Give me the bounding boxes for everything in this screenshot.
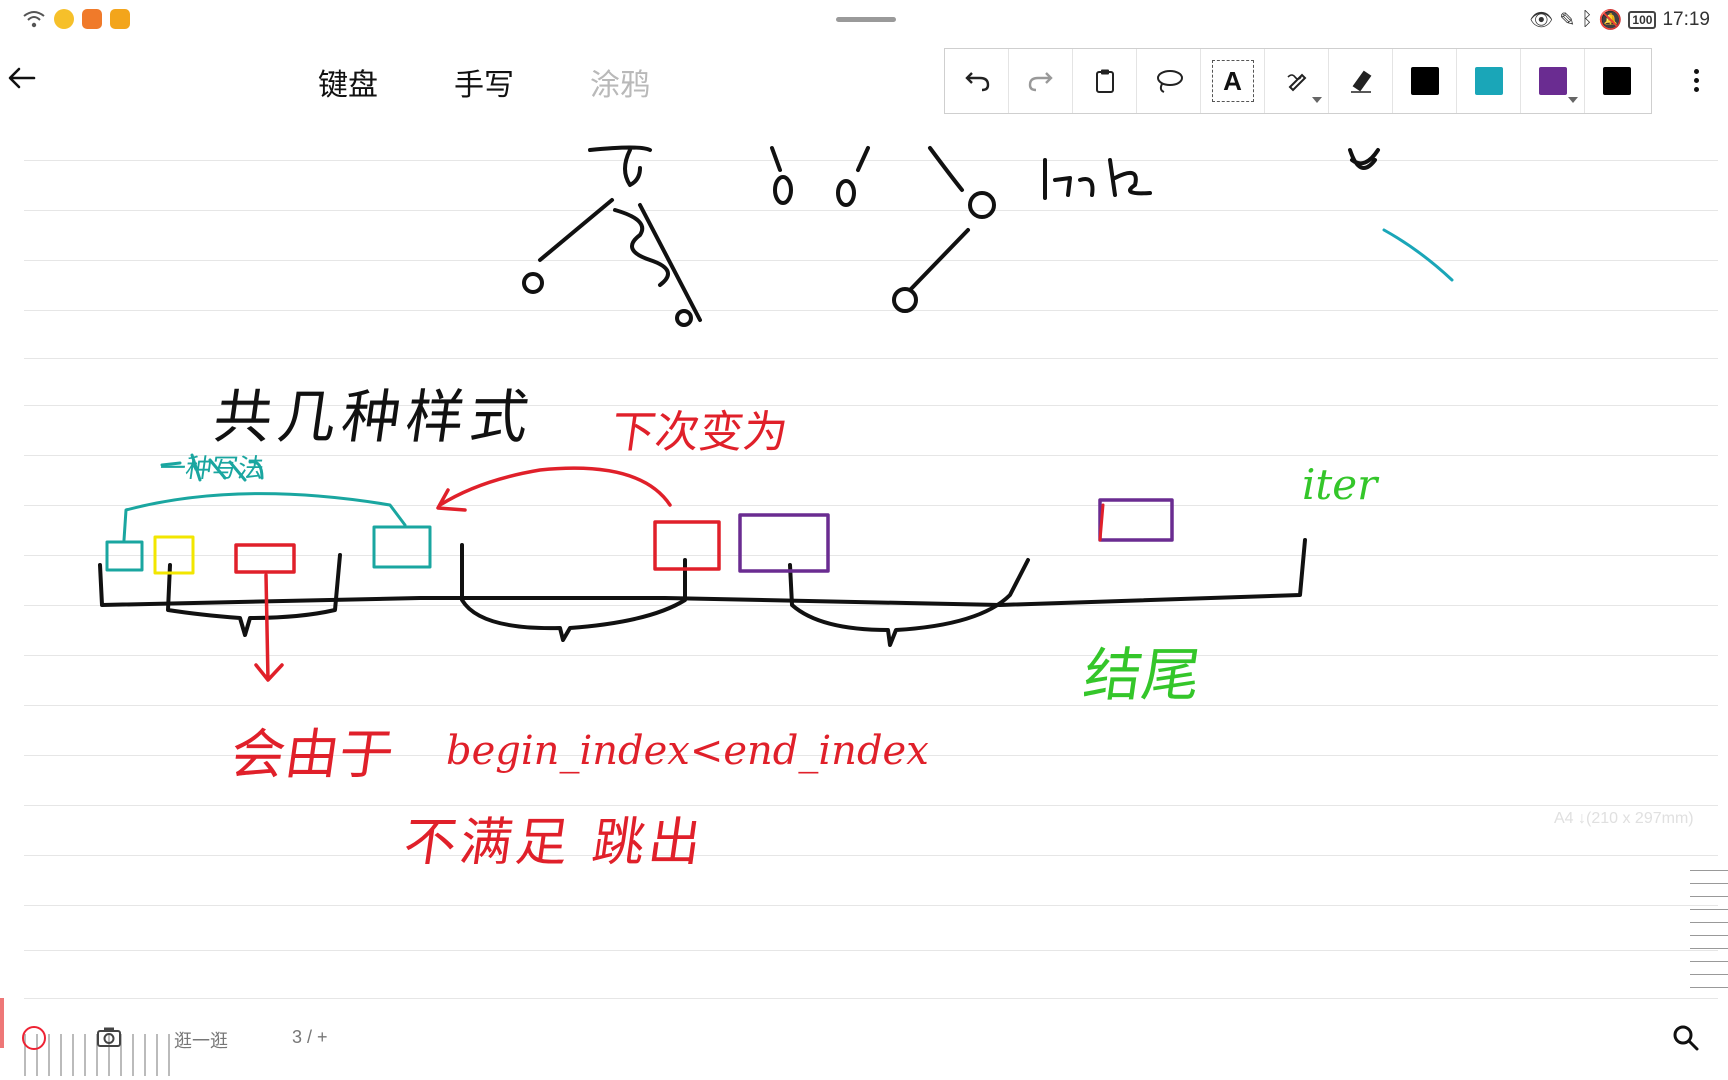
bottom-bar: 逛一逛 3 / + [0,1010,1728,1080]
page-indicator[interactable]: 3 / + [292,1027,328,1047]
color-teal [1474,67,1503,95]
mute-icon: 🔕 [1598,10,1623,31]
record-button[interactable] [22,1026,46,1050]
chevron-down-icon [1568,97,1578,103]
tab-handwriting[interactable]: 手写 [454,69,514,102]
search-icon [1673,1025,1699,1051]
handwriting-green-note: 结尾 [1079,641,1206,709]
wifi-icon [23,11,45,28]
black-structure-lines [98,538,1307,647]
app-notification-icon [54,9,74,29]
ruled-line [24,358,1718,359]
eraser-button[interactable] [1329,49,1393,113]
color-swatch-black-2[interactable] [1585,49,1649,113]
handwriting-red-note-2: 不满足 跳出 [400,813,709,873]
page-scroll-ruler[interactable] [1690,870,1728,1000]
tab-keyboard[interactable]: 键盘 [318,69,378,102]
search-button[interactable] [1672,1024,1700,1057]
ruled-line [24,160,1718,161]
back-arrow-icon [8,67,36,89]
back-button[interactable] [6,62,38,94]
browse-link[interactable]: 逛一逛 [174,1031,228,1051]
ruled-line [24,705,1718,706]
ruled-line [24,950,1718,951]
input-mode-tabs: 键盘 手写 涂鸦 [318,60,650,104]
undo-icon [964,72,989,92]
redo-icon [1028,72,1053,92]
tab-doodle[interactable]: 涂鸦 [590,69,650,102]
eraser-icon [1350,70,1371,93]
handwriting-red-condition: begin_index<end_index [446,728,929,774]
clock: 17:19 [1662,9,1710,30]
red-annotation [234,466,721,682]
ruled-line [24,455,1718,456]
stroke-preview [24,1034,170,1076]
page-edge-marker [0,998,4,1048]
camera-icon [97,1027,121,1047]
status-bar: 👁 ✎ ᛒ 🔕 100 17:19 [0,0,1728,40]
app-notification-icon [82,9,102,29]
ruled-line [24,210,1718,211]
teal-annotation [105,453,432,572]
color-swatch-teal[interactable] [1457,49,1521,113]
black-sketch-tree [522,145,1380,327]
more-dot [1693,77,1699,83]
pen-icon: ✎ [1559,9,1576,31]
pen-style-icon [1286,73,1306,92]
page-size-label: A4 ↓(210 x 297mm) [1554,810,1694,827]
drawing-canvas[interactable]: invk 共几种样式 一种写法 下次变为 会由于 begin_index<end… [0,130,1728,1048]
color-swatch-black[interactable] [1393,49,1457,113]
yellow-box [153,535,195,575]
teal-stroke [1382,228,1454,282]
handwriting-teal-note: 一种写法 [157,454,266,484]
ruled-line [24,855,1718,856]
ruled-line [24,655,1718,656]
ruled-line [24,605,1718,606]
handwriting-title: 共几种样式 [209,383,540,451]
camera-button[interactable] [96,1026,122,1053]
eye-icon: 👁 [1529,10,1554,31]
more-dot [1693,86,1699,92]
ruled-line [24,805,1718,806]
ruled-line [24,405,1718,406]
handwriting-red-arrow-note: 下次变为 [607,407,791,458]
redo-button[interactable] [1009,49,1073,113]
ruled-line [24,260,1718,261]
undo-button[interactable] [945,49,1009,113]
lasso-button[interactable] [1137,49,1201,113]
ruled-line [24,755,1718,756]
bluetooth-icon: ᛒ [1581,9,1593,30]
ruled-line [24,310,1718,311]
purple-boxes [738,498,1174,573]
drawing-toolbar: A [944,48,1652,114]
text-icon: A [1211,60,1254,102]
ruled-line [24,905,1718,906]
paste-button[interactable] [1073,49,1137,113]
ruled-line [24,555,1718,556]
text-tool-button[interactable]: A [1201,49,1265,113]
lasso-icon [1156,70,1183,93]
status-icons-left [22,9,130,29]
chevron-down-icon [1312,97,1322,103]
color-purple [1538,67,1567,95]
more-options-button[interactable] [1686,62,1706,98]
color-swatch-purple[interactable] [1521,49,1585,113]
more-dot [1693,68,1699,74]
ink-layer [98,145,1454,682]
color-black [1410,67,1439,95]
handwriting-green-label: iter [1302,460,1378,509]
red-tick [1098,503,1105,542]
battery-icon: 100 [1628,11,1657,29]
color-black [1603,67,1631,95]
ruled-line [24,505,1718,506]
clipboard-icon [1095,69,1114,93]
status-icons-right: 👁 ✎ ᛒ 🔕 100 17:19 [1529,8,1710,32]
window-handle[interactable] [836,17,896,22]
handwriting-red-note-1: 会由于 [226,723,398,786]
pen-style-button[interactable] [1265,49,1329,113]
ruled-line [24,998,1718,999]
mail-notification-icon [110,9,130,29]
